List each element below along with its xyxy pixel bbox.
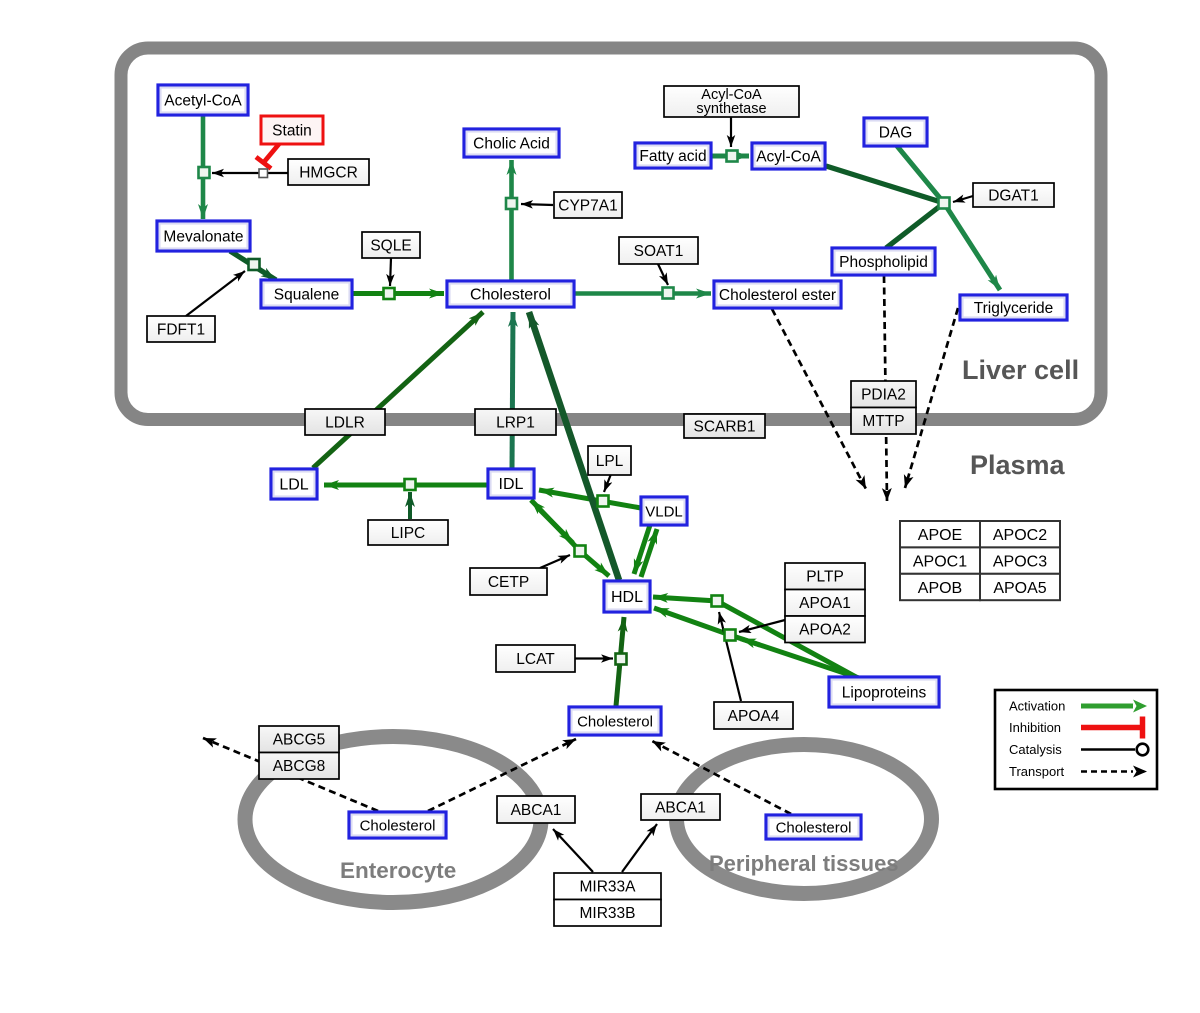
svg-text:FDFT1: FDFT1 bbox=[157, 321, 205, 338]
svg-text:Lipoproteins: Lipoproteins bbox=[842, 684, 927, 701]
svg-text:PDIA2: PDIA2 bbox=[861, 387, 906, 404]
svg-text:LDL: LDL bbox=[279, 477, 308, 494]
svg-text:LIPC: LIPC bbox=[391, 525, 425, 542]
svg-text:Fatty acid: Fatty acid bbox=[639, 148, 706, 165]
svg-text:APOB: APOB bbox=[918, 580, 962, 597]
svg-text:MTTP: MTTP bbox=[862, 413, 904, 430]
svg-text:Plasma: Plasma bbox=[970, 450, 1066, 480]
svg-text:Acyl-CoA: Acyl-CoA bbox=[756, 148, 821, 165]
svg-text:Squalene: Squalene bbox=[274, 286, 340, 303]
svg-text:Cholesterol ester: Cholesterol ester bbox=[719, 287, 836, 304]
svg-text:DAG: DAG bbox=[879, 124, 913, 141]
svg-text:APOA2: APOA2 bbox=[799, 622, 851, 639]
svg-text:DGAT1: DGAT1 bbox=[988, 187, 1039, 204]
svg-text:IDL: IDL bbox=[499, 476, 524, 493]
svg-text:Catalysis: Catalysis bbox=[1009, 742, 1062, 757]
svg-text:Cholesterol: Cholesterol bbox=[470, 287, 551, 304]
svg-text:Transport: Transport bbox=[1009, 764, 1065, 779]
svg-text:APOA5: APOA5 bbox=[993, 580, 1046, 597]
svg-text:ABCG5: ABCG5 bbox=[273, 732, 326, 749]
svg-text:APOC1: APOC1 bbox=[913, 553, 967, 570]
svg-text:Mevalonate: Mevalonate bbox=[163, 228, 243, 245]
svg-text:APOC3: APOC3 bbox=[993, 553, 1047, 570]
svg-text:MIR33A: MIR33A bbox=[580, 879, 637, 896]
svg-text:Cholesterol: Cholesterol bbox=[360, 817, 436, 834]
svg-text:LRP1: LRP1 bbox=[496, 414, 535, 431]
svg-text:MIR33B: MIR33B bbox=[580, 905, 636, 922]
svg-text:Activation: Activation bbox=[1009, 699, 1065, 714]
svg-text:Enterocyte: Enterocyte bbox=[340, 858, 456, 883]
svg-text:Cholesterol: Cholesterol bbox=[577, 713, 653, 730]
svg-text:LCAT: LCAT bbox=[516, 651, 555, 668]
svg-text:APOC2: APOC2 bbox=[993, 527, 1047, 544]
svg-text:SCARB1: SCARB1 bbox=[693, 418, 755, 435]
svg-text:LPL: LPL bbox=[596, 453, 624, 470]
svg-text:Acetyl-CoA: Acetyl-CoA bbox=[164, 92, 242, 109]
svg-text:SQLE: SQLE bbox=[370, 237, 411, 254]
svg-text:APOA4: APOA4 bbox=[728, 708, 780, 725]
svg-text:Liver cell: Liver cell bbox=[962, 355, 1079, 385]
svg-text:APOE: APOE bbox=[918, 527, 962, 544]
svg-text:PLTP: PLTP bbox=[806, 569, 844, 586]
svg-text:Phospholipid: Phospholipid bbox=[839, 254, 928, 271]
svg-text:CYP7A1: CYP7A1 bbox=[558, 197, 617, 214]
svg-text:Acyl-CoA: Acyl-CoA bbox=[701, 87, 762, 103]
svg-text:synthetase: synthetase bbox=[696, 101, 766, 117]
svg-text:Cholesterol: Cholesterol bbox=[776, 819, 852, 836]
svg-text:ABCA1: ABCA1 bbox=[511, 802, 562, 819]
svg-text:CETP: CETP bbox=[488, 574, 529, 591]
svg-text:VLDL: VLDL bbox=[645, 503, 683, 520]
svg-text:APOA1: APOA1 bbox=[799, 595, 851, 612]
svg-text:ABCG8: ABCG8 bbox=[273, 758, 326, 775]
svg-text:Triglyceride: Triglyceride bbox=[974, 300, 1054, 317]
svg-text:Peripheral tissues: Peripheral tissues bbox=[709, 851, 899, 876]
svg-text:Inhibition: Inhibition bbox=[1009, 720, 1061, 735]
svg-text:HMGCR: HMGCR bbox=[299, 164, 358, 181]
svg-text:LDLR: LDLR bbox=[325, 414, 365, 431]
svg-text:SOAT1: SOAT1 bbox=[634, 243, 684, 260]
svg-text:HDL: HDL bbox=[611, 589, 643, 606]
svg-text:Cholic Acid: Cholic Acid bbox=[473, 135, 550, 152]
svg-text:Statin: Statin bbox=[272, 122, 312, 139]
svg-text:ABCA1: ABCA1 bbox=[655, 799, 706, 816]
